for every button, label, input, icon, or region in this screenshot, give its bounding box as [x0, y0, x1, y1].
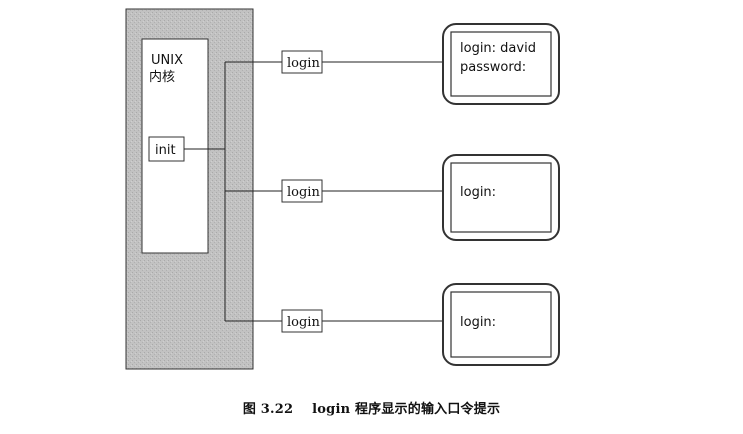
login-program-3: login: [281, 309, 323, 333]
figure-number: 图 3.22: [242, 402, 294, 417]
init-box: [148, 136, 185, 162]
terminal-1: login: david password:: [442, 23, 560, 105]
terminal-line: login: david: [460, 41, 536, 56]
terminal-3: login:: [442, 283, 560, 366]
terminal-line: login:: [460, 185, 496, 200]
login-program-label: login: [287, 315, 320, 330]
terminal-line: password:: [460, 60, 526, 75]
login-program-2: login: [281, 179, 323, 203]
kernel-title-line1: UNIX: [151, 53, 183, 68]
terminal-screen: [450, 162, 552, 233]
init-label: init: [155, 143, 176, 158]
terminal-2: login:: [442, 154, 560, 241]
figure-caption: 图 3.22 login 程序显示的输入口令提示: [0, 398, 743, 417]
kernel-title-line2: 内核: [149, 69, 175, 85]
login-program-label: login: [287, 185, 320, 200]
terminal-screen: [450, 31, 552, 97]
connection-lines: [184, 61, 443, 322]
terminal-screen: [450, 291, 552, 358]
login-program-label: login: [287, 56, 320, 71]
login-program-1: login: [281, 50, 323, 74]
figure-caption-text: login 程序显示的输入口令提示: [312, 402, 501, 417]
terminal-line: login:: [460, 315, 496, 330]
